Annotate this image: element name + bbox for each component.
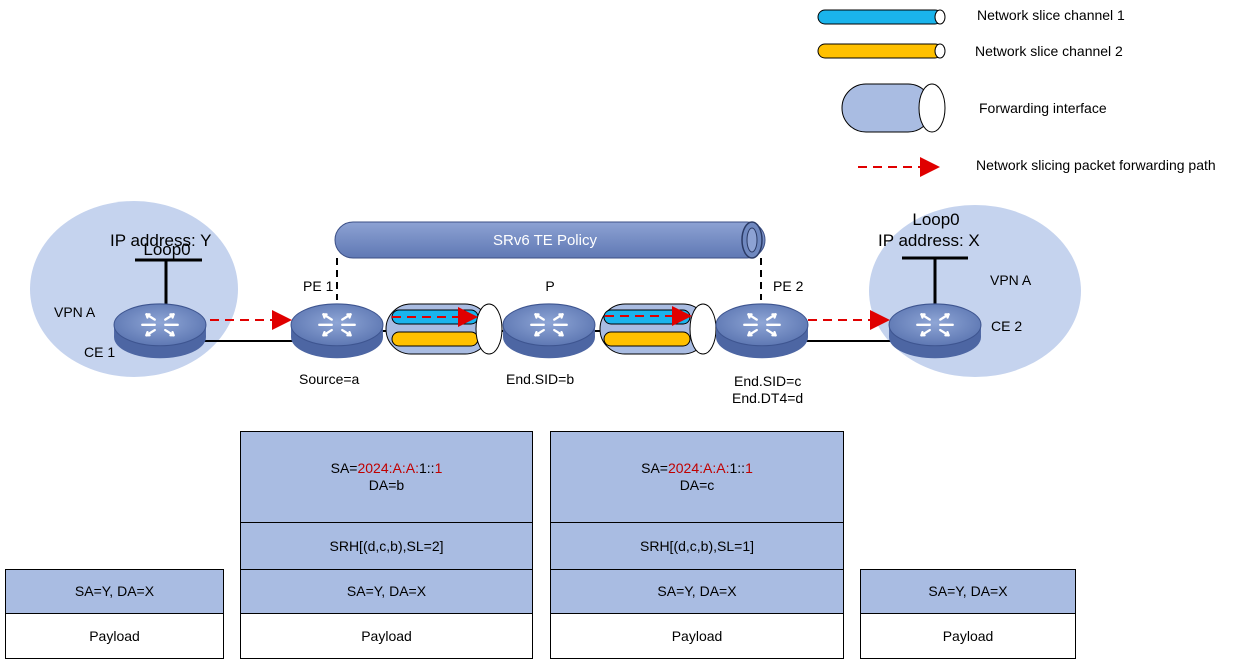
ce2-label: CE 2 [991, 318, 1022, 334]
packet2-srh: SRH[(d,c,b),SL=2] [240, 522, 533, 570]
legend-interface-label: Forwarding interface [979, 100, 1107, 116]
pe1-router-icon[interactable] [290, 302, 384, 360]
legend: Network slice channel 1 Network slice ch… [817, 7, 1216, 177]
pe2-label: PE 2 [773, 278, 804, 294]
packet2-inner-text: SA=Y, DA=X [346, 583, 427, 599]
packet4-payload-text: Payload [942, 627, 994, 644]
pe2-router-icon[interactable] [715, 302, 809, 360]
packet3-da: DA=c [679, 477, 715, 493]
ce1-label: CE 1 [84, 344, 115, 360]
packet1-inner-header: SA=Y, DA=X [5, 569, 224, 614]
packet3-outer-header: SA=2024:A:A:1::1 DA=c [550, 431, 844, 523]
pe1-label: PE 1 [303, 278, 334, 294]
packet3-payload: Payload [550, 613, 844, 659]
ce2-router-icon[interactable] [888, 302, 982, 360]
p-label: P [545, 278, 554, 294]
srv6-te-policy-tube: SRv6 TE Policy [334, 221, 766, 259]
policy-label: SRv6 TE Policy [493, 232, 597, 249]
packet2-srh-text: SRH[(d,c,b),SL=2] [329, 537, 444, 554]
p-info: End.SID=b [506, 371, 574, 387]
packet1-payload-text: Payload [89, 627, 140, 644]
p-router-icon[interactable] [502, 302, 596, 360]
legend-slice1-label: Network slice channel 1 [977, 7, 1125, 23]
packet3-inner-header: SA=Y, DA=X [550, 569, 844, 614]
packet2-payload-text: Payload [361, 627, 412, 644]
left-vpn-label: VPN A [54, 304, 96, 320]
legend-path-label: Network slicing packet forwarding path [976, 157, 1216, 173]
left-ip-label: IP address: Y [110, 231, 211, 250]
packet2-da: DA=b [368, 477, 405, 493]
pe1-info: Source=a [299, 371, 360, 387]
legend-slice2-label: Network slice channel 2 [975, 43, 1123, 59]
forwarding-path [210, 306, 890, 330]
packet3-payload-text: Payload [671, 627, 723, 644]
left-loop-label: Loop0 [143, 240, 190, 259]
right-vpn-label: VPN A [990, 272, 1032, 288]
right-ip-label: IP address: X [878, 231, 980, 250]
packet4-payload: Payload [860, 613, 1076, 659]
packet3-sa: SA=2024:A:A:1::1 [641, 460, 753, 476]
forwarding-interface-pe1-p [385, 303, 503, 355]
packet1-payload: Payload [5, 613, 224, 659]
ce1-router-icon[interactable] [113, 302, 207, 360]
forwarding-interface-p-pe2 [599, 303, 717, 355]
right-loop-label: Loop0 [912, 210, 959, 229]
packet4-inner-text: SA=Y, DA=X [928, 583, 1008, 599]
legend-slice1-pipe [817, 9, 946, 25]
packet2-payload: Payload [240, 613, 533, 659]
packet3-inner-text: SA=Y, DA=X [657, 583, 737, 599]
pe2-info2: End.DT4=d [732, 390, 803, 406]
left-loopback [135, 258, 202, 305]
packet2-outer-header: SA=2024:A:A:1::1 DA=b [240, 431, 533, 523]
right-loopback [902, 256, 968, 305]
packet2-inner-header: SA=Y, DA=X [240, 569, 533, 614]
legend-slice2-pipe [817, 43, 946, 59]
packet2-sa: SA=2024:A:A:1::1 [330, 460, 443, 476]
packet3-srh-text: SRH[(d,c,b),SL=1] [640, 537, 754, 554]
pe2-info1: End.SID=c [734, 373, 801, 389]
packet1-inner-text: SA=Y, DA=X [74, 583, 155, 599]
packet3-srh: SRH[(d,c,b),SL=1] [550, 522, 844, 570]
legend-interface-cylinder [841, 83, 946, 133]
packet4-inner-header: SA=Y, DA=X [860, 569, 1076, 614]
